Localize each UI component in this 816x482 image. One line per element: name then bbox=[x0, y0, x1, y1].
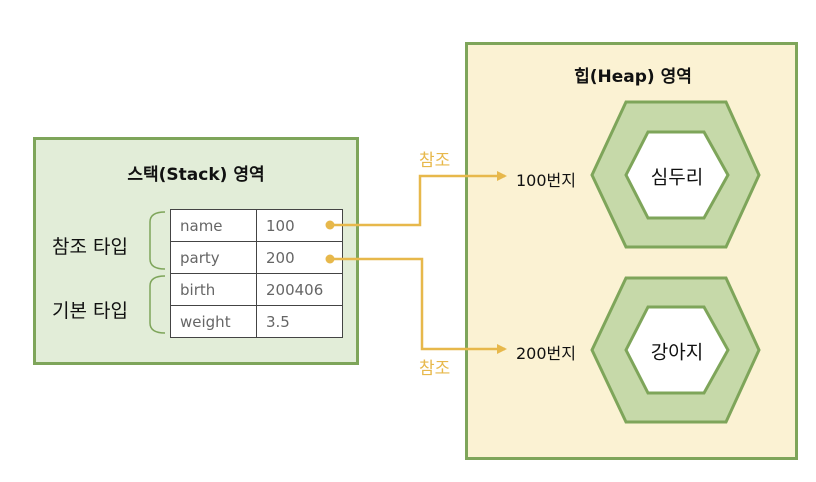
primitive-type-bracket bbox=[149, 275, 166, 334]
table-row: party 200 bbox=[170, 241, 343, 274]
heap-address-label: 200번지 bbox=[516, 344, 576, 363]
stack-area-title: 스택(Stack) 영역 bbox=[127, 165, 265, 185]
reference-type-bracket bbox=[149, 211, 166, 270]
reference-arrow bbox=[330, 171, 507, 227]
stack-variables-table: name 100 party 200 birth 200406 weight 3… bbox=[170, 209, 343, 338]
table-row: birth 200406 bbox=[170, 273, 343, 306]
reference-type-label: 참조 타입 bbox=[52, 236, 128, 258]
primitive-type-label: 기본 타입 bbox=[52, 300, 128, 322]
variable-name: name bbox=[170, 209, 257, 242]
heap-area-title: 힙(Heap) 영역 bbox=[574, 67, 692, 87]
heap-address-label: 100번지 bbox=[516, 171, 576, 190]
variable-value: 3.5 bbox=[256, 305, 343, 338]
heap-object-value: 심두리 bbox=[650, 166, 704, 189]
table-row: weight 3.5 bbox=[170, 305, 343, 338]
variable-value: 200406 bbox=[256, 273, 343, 306]
reference-label: 참조 bbox=[419, 151, 451, 171]
heap-object-inner-hexagon bbox=[624, 305, 730, 395]
reference-arrow bbox=[330, 257, 507, 354]
reference-label: 참조 bbox=[419, 359, 451, 379]
variable-name: weight bbox=[170, 305, 257, 338]
heap-object-inner-hexagon bbox=[624, 130, 730, 220]
variable-name: birth bbox=[170, 273, 257, 306]
heap-object-value: 강아지 bbox=[650, 341, 704, 364]
table-row: name 100 bbox=[170, 209, 343, 242]
